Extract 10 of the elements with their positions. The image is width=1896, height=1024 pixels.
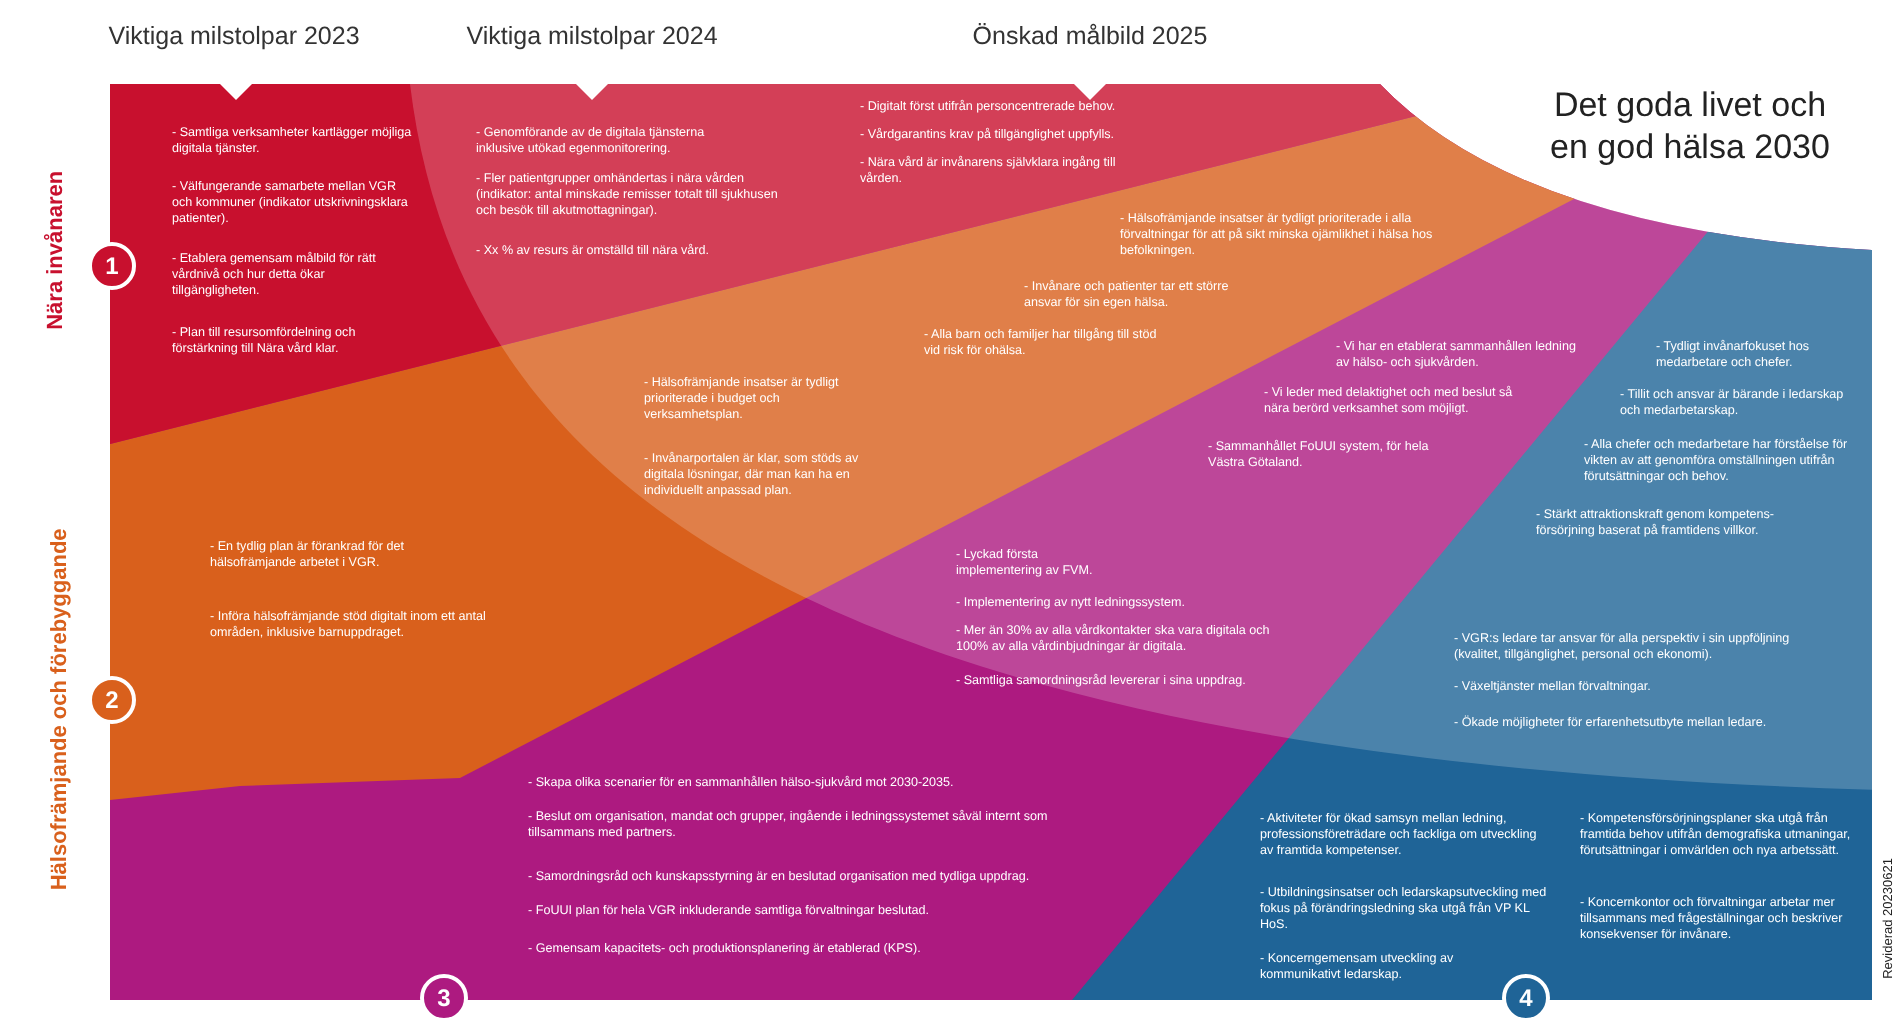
number-circle: 2 [88, 676, 136, 724]
row-heading: Hälsofrämjande och förebyggande [45, 530, 74, 891]
heading: Viktiga milstolpar 2023 [106, 20, 362, 53]
number-circle: 1 [88, 242, 136, 290]
number-circle: 4 [1502, 974, 1550, 1022]
heading: Viktiga milstolpar 2024 [464, 20, 720, 53]
number-circle: 3 [420, 974, 468, 1022]
title: Det goda livet och en god hälsa 2030 [1550, 84, 1830, 169]
heading: Önskad målbild 2025 [970, 20, 1210, 53]
row-heading: Nära invånaren [41, 168, 70, 334]
